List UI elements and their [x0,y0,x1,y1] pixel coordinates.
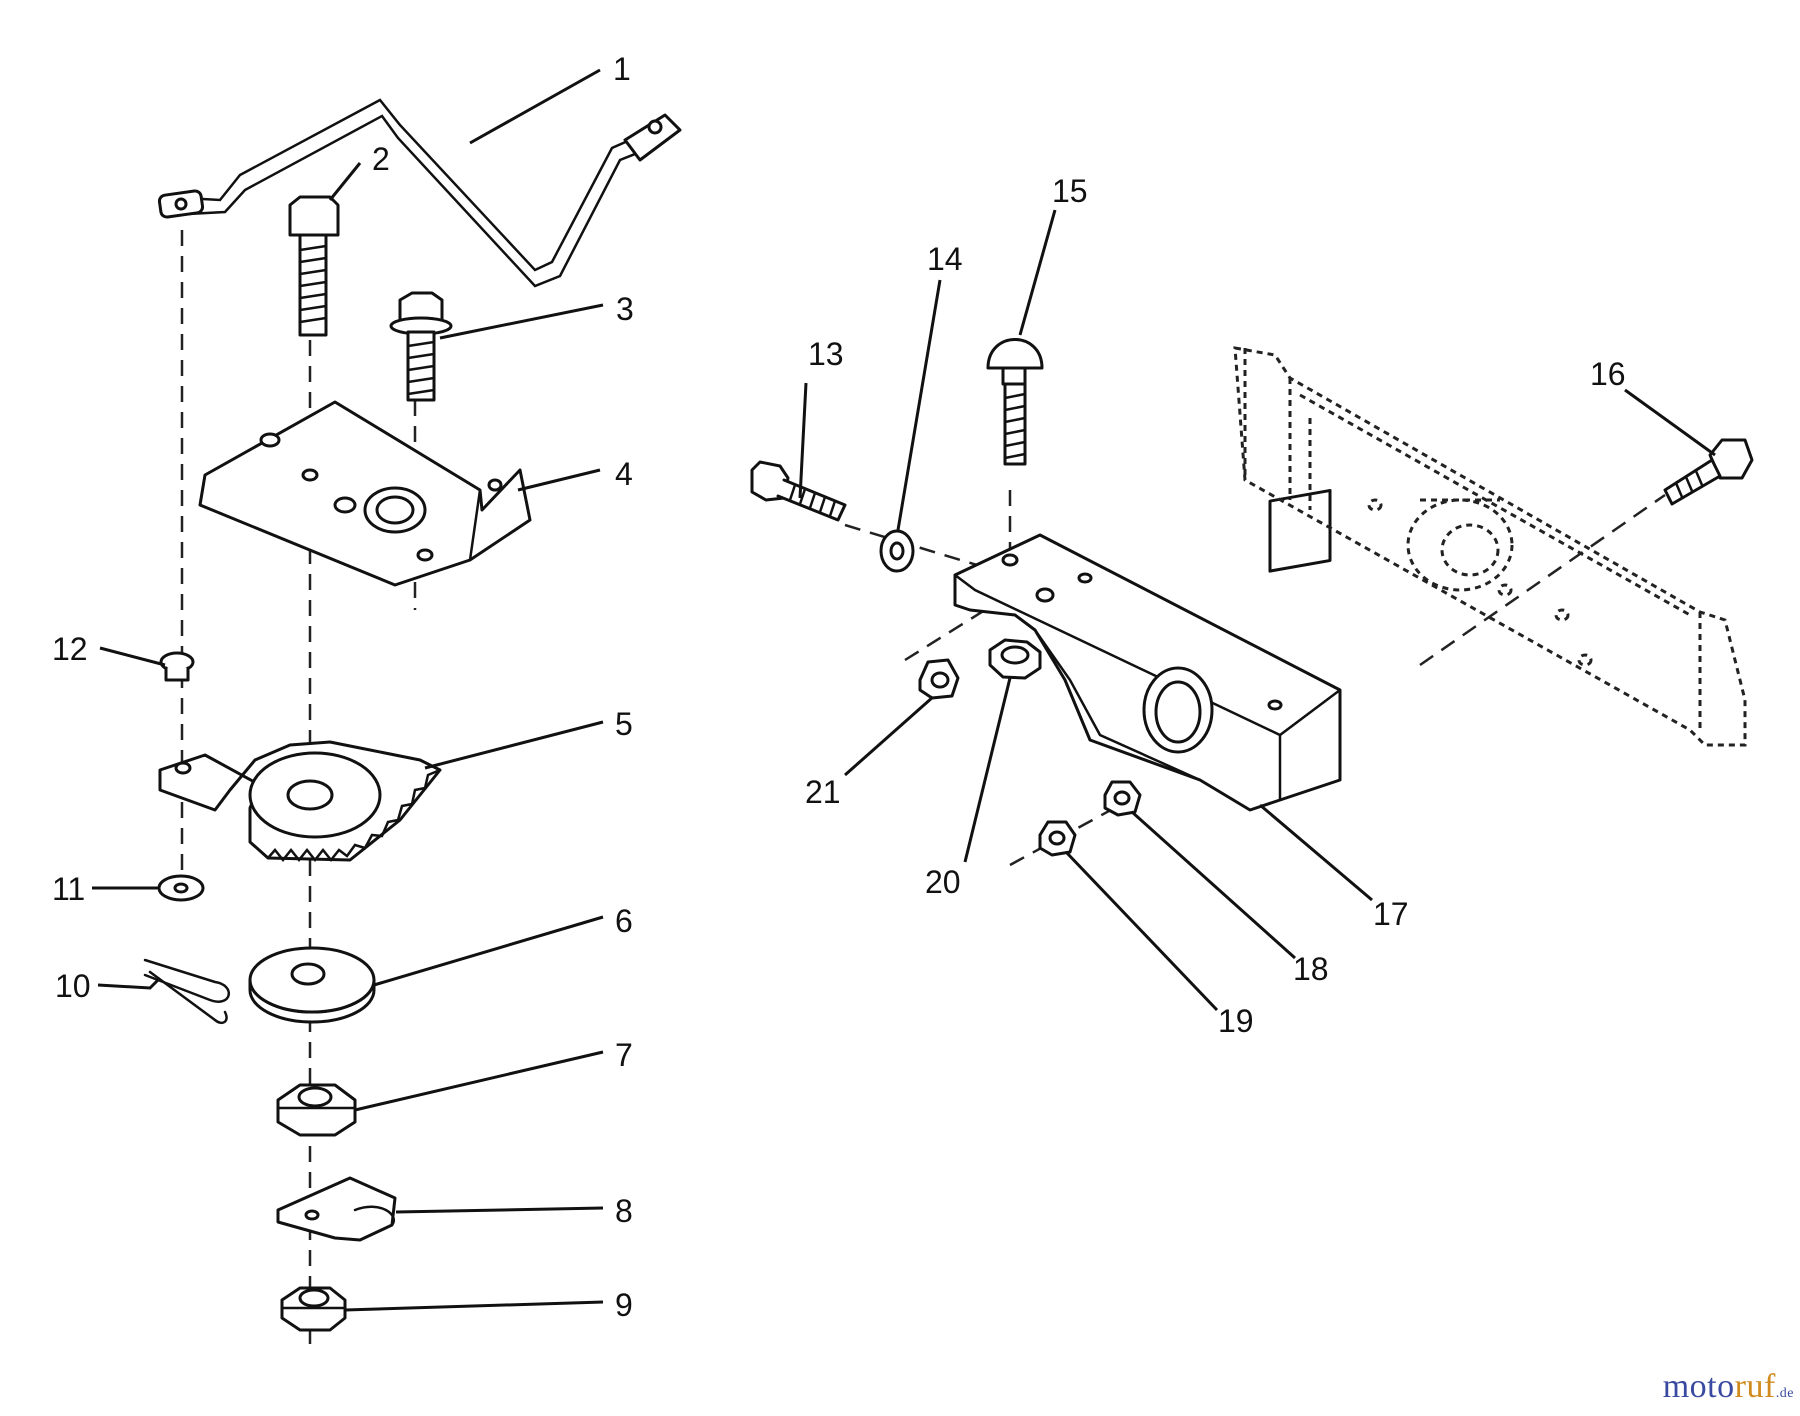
callout-8: 8 [615,1193,633,1229]
callout-14: 14 [927,241,963,277]
part-8-clip [276,1176,397,1242]
part-5-sector-gear [158,740,442,863]
part-3-flange-bolt [389,291,453,402]
callout-11: 11 [52,871,85,907]
callout-labels: 1 2 3 4 5 6 7 8 9 10 11 12 13 14 15 16 1… [52,51,1626,1323]
part-9-hex-nut [280,1286,347,1332]
part-6-washer [248,946,376,1024]
part-17-support-frame [953,488,1342,812]
brand-suffix: .de [1775,1386,1794,1401]
ghost-frame-reference [1233,346,1747,747]
callout-10: 10 [55,968,91,1004]
part-15-carriage-bolt [986,338,1044,466]
callout-18: 18 [1293,951,1329,987]
callout-3: 3 [616,291,634,327]
callout-6: 6 [615,903,633,939]
callout-21: 21 [805,774,841,810]
callout-9: 9 [615,1287,633,1323]
part-12-plug [159,651,195,682]
part-10-cotter-pin [143,958,231,1024]
part-19-lock-nut [1038,820,1077,857]
callout-5: 5 [615,706,633,742]
part-11-washer [157,874,205,902]
part-2-bolt [288,195,340,337]
callout-20: 20 [925,864,961,900]
brand-logo: motoruf.de [1663,1368,1794,1406]
part-7-hex-nut [276,1083,357,1137]
callout-2: 2 [372,141,390,177]
part-4-mounting-bracket [198,400,532,587]
callout-12: 12 [52,631,88,667]
part-21-nut [918,658,960,700]
callout-1: 1 [613,51,631,87]
part-1-shift-rod [157,98,682,288]
callout-17: 17 [1373,896,1409,932]
part-14-washer [879,529,915,573]
part-16-bolt [1663,438,1754,506]
brand-segment-2: ruf [1734,1368,1776,1405]
leader-lines [92,68,1716,1312]
callout-4: 4 [615,456,633,492]
part-13-bolt [750,460,847,522]
callout-16: 16 [1590,356,1626,392]
part-18-lock-nut [1103,780,1142,817]
part-20-nut [988,638,1042,680]
callout-7: 7 [615,1037,633,1073]
callout-15: 15 [1052,173,1088,209]
callout-13: 13 [808,336,844,372]
brand-segment-1: moto [1662,1368,1735,1405]
callout-19: 19 [1218,1003,1254,1039]
